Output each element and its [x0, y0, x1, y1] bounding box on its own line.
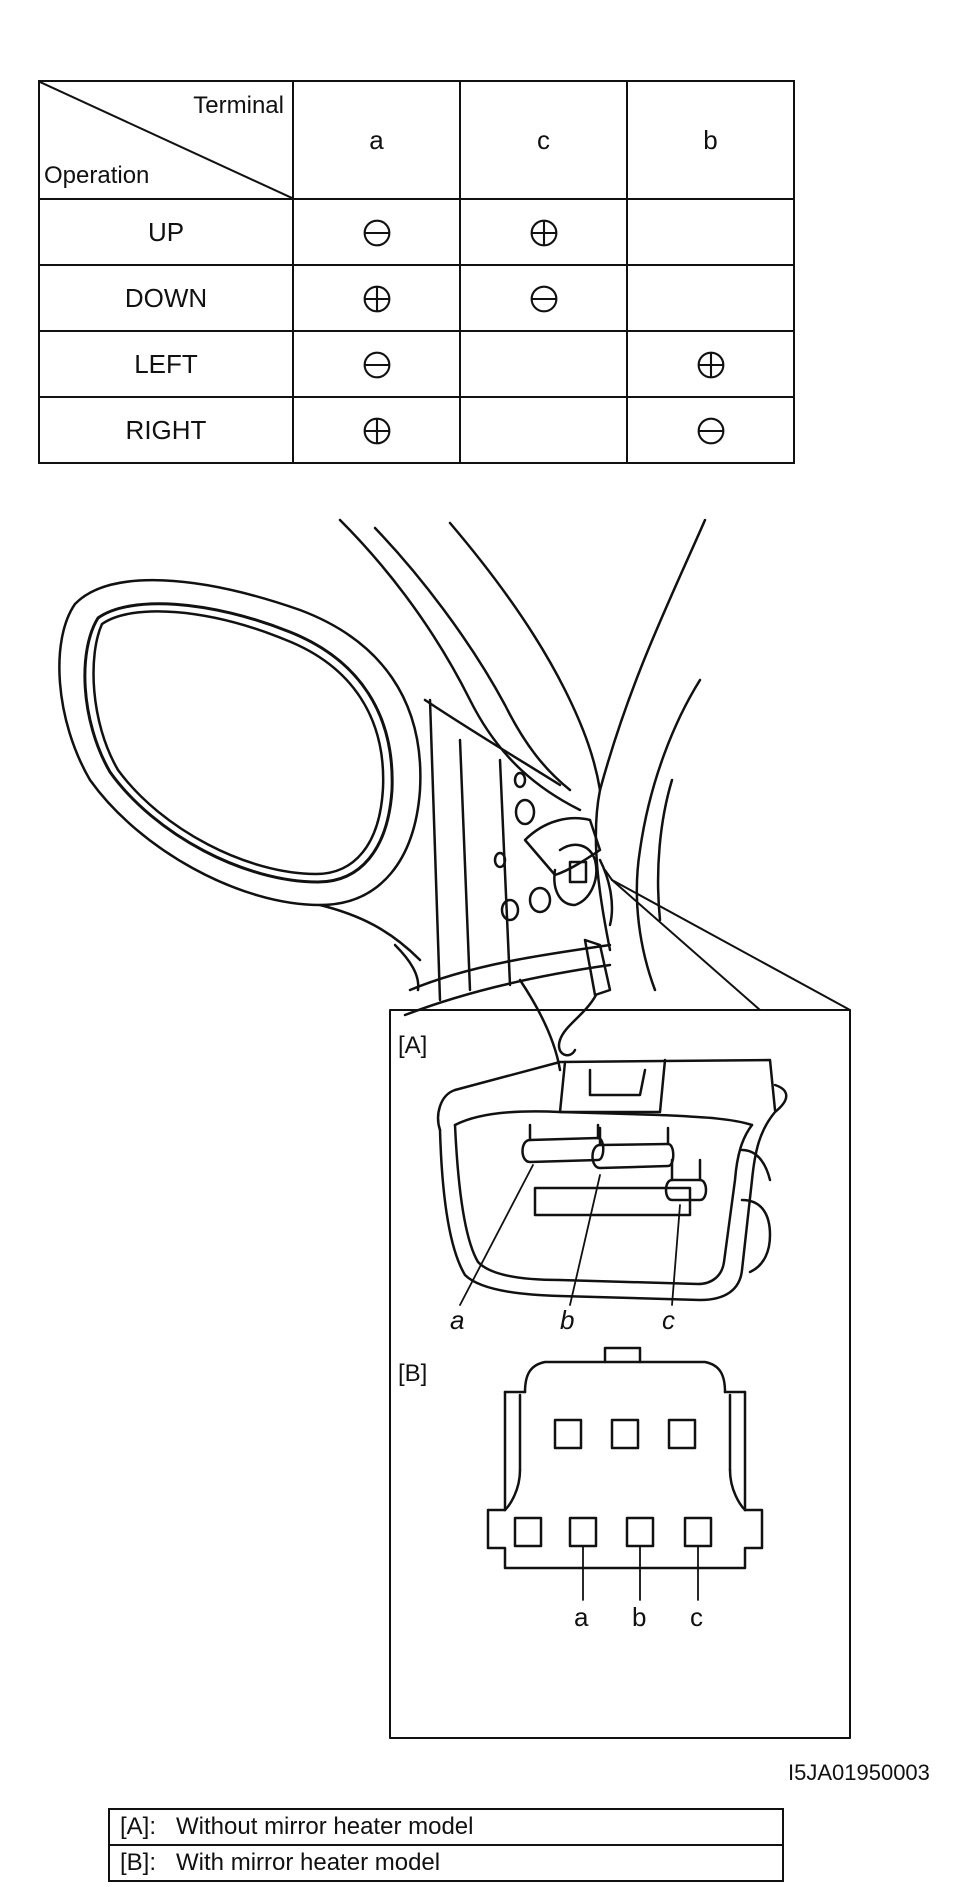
pin-label: b [632, 1602, 647, 1632]
operation-cell: RIGHT [38, 396, 294, 464]
polarity-cell [459, 264, 628, 332]
terminal-table: Terminal Operation a c b UP DOWN LEFT RI… [38, 80, 795, 464]
polarity-cell [292, 198, 461, 266]
pin-label: a [450, 1305, 465, 1335]
column-header: c [459, 80, 628, 200]
column-header: a [292, 80, 461, 200]
circled-plus-icon [530, 219, 557, 247]
polarity-cell [459, 396, 628, 464]
table-header-row: Terminal Operation a c b [38, 80, 795, 200]
circled-minus-icon [363, 351, 390, 379]
operation-cell: UP [38, 198, 294, 266]
polarity-cell [459, 198, 628, 266]
legend-key: [A]: [120, 1813, 157, 1840]
pin-label: c [690, 1602, 703, 1632]
legend-key: [B]: [120, 1849, 157, 1876]
circled-plus-icon [697, 351, 724, 379]
polarity-cell [292, 330, 461, 398]
label-b-box: [B] [398, 1360, 428, 1387]
column-header: b [626, 80, 795, 200]
pin-label: a [574, 1602, 589, 1632]
connector-a-drawing [436, 1058, 788, 1306]
circled-minus-icon [530, 285, 557, 313]
polarity-cell [626, 396, 795, 464]
circled-minus-icon [363, 219, 390, 247]
legend-text: Without mirror heater model [176, 1813, 474, 1840]
table-row: LEFT [38, 330, 795, 398]
door-mirror-drawing [58, 518, 851, 1072]
polarity-cell [626, 264, 795, 332]
header-operation: Operation [44, 162, 150, 189]
diagonal-header-cell: Terminal Operation [38, 80, 294, 200]
circled-plus-icon [363, 417, 390, 445]
polarity-cell [626, 198, 795, 266]
operation-cell: DOWN [38, 264, 294, 332]
operation-cell: LEFT [38, 330, 294, 398]
legend-row: [A]: Without mirror heater model [108, 1808, 784, 1846]
label-a-box: [A] [398, 1032, 428, 1059]
polarity-cell [626, 330, 795, 398]
connector-b-drawing [486, 1346, 764, 1601]
circled-minus-icon [697, 417, 724, 445]
header-terminal: Terminal [193, 92, 284, 119]
table-row: UP [38, 198, 795, 266]
figure-code: I5JA01950003 [788, 1760, 930, 1785]
diagonal-line [40, 82, 292, 198]
legend-row: [B]: With mirror heater model [108, 1844, 784, 1882]
pin-label: b [560, 1305, 575, 1335]
polarity-cell [292, 264, 461, 332]
circled-plus-icon [363, 285, 390, 313]
mirror-connector-illustration [58, 518, 851, 1739]
pin-label: c [662, 1305, 675, 1335]
legend-table: [A]: Without mirror heater model [B]: Wi… [108, 1808, 784, 1882]
detail-box [389, 1009, 851, 1739]
table-row: RIGHT [38, 396, 795, 464]
legend-text: With mirror heater model [176, 1849, 441, 1876]
polarity-cell [292, 396, 461, 464]
polarity-cell [459, 330, 628, 398]
table-row: DOWN [38, 264, 795, 332]
